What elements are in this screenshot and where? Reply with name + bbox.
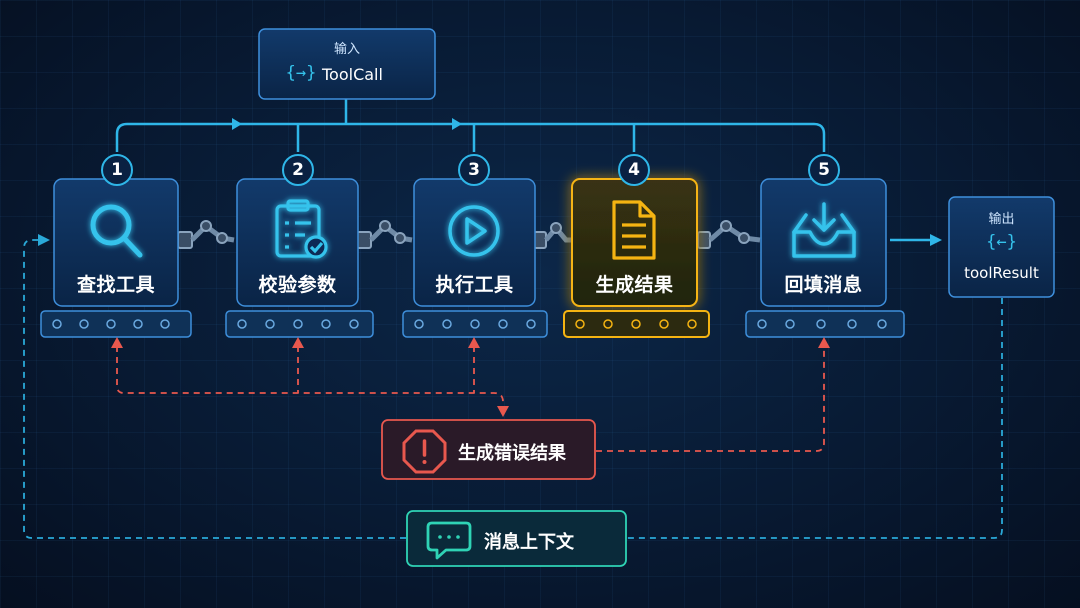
context-loop-lines xyxy=(23,239,1003,539)
chat-bubble-icon xyxy=(426,521,472,560)
stage-1-label: 查找工具 xyxy=(76,274,155,296)
stage-1 xyxy=(40,154,192,338)
stage-2 xyxy=(225,154,374,338)
top-flow-bus xyxy=(115,98,826,152)
robotic-arm-connector-3 xyxy=(533,222,572,249)
stage-2-number: 2 xyxy=(292,160,304,180)
output-box xyxy=(948,196,1055,298)
play-circle-icon xyxy=(448,205,500,257)
stage-2-label: 校验参数 xyxy=(258,274,337,296)
stage-3 xyxy=(402,154,548,338)
output-caption: 输出 xyxy=(988,212,1015,227)
stage-1-number: 1 xyxy=(111,160,123,180)
output-symbol: {←} xyxy=(986,232,1017,252)
error-arrowheads xyxy=(111,337,830,417)
bus-arrow-2 xyxy=(452,118,462,130)
robotic-arm-connector-2 xyxy=(356,220,413,249)
output-arrow xyxy=(890,234,942,246)
error-label: 生成错误结果 xyxy=(458,443,566,464)
stage-4 xyxy=(563,154,710,338)
input-symbol: {→} xyxy=(285,63,317,83)
stage-3-label: 执行工具 xyxy=(435,274,514,296)
stage-3-number: 3 xyxy=(468,160,480,180)
stage-5-number: 5 xyxy=(818,160,830,180)
robotic-arm-connector-1 xyxy=(177,220,235,249)
inbox-download-icon xyxy=(792,202,856,258)
bus-arrow-1 xyxy=(232,118,242,130)
search-icon xyxy=(90,204,143,258)
stage-4-label: 生成结果 xyxy=(595,274,674,296)
output-label: toolResult xyxy=(964,264,1039,282)
context-label: 消息上下文 xyxy=(484,532,574,553)
stage-5 xyxy=(745,154,905,338)
clipboard-check-icon xyxy=(275,199,328,259)
warning-octagon-icon xyxy=(402,429,447,474)
document-icon xyxy=(612,200,656,260)
error-feedback-lines xyxy=(116,346,825,452)
stage-5-label: 回填消息 xyxy=(784,274,863,296)
robotic-arm-connector-4 xyxy=(697,220,761,249)
context-box xyxy=(406,510,627,567)
input-caption: 输入 xyxy=(333,42,360,57)
input-box xyxy=(258,28,436,100)
context-arrowhead xyxy=(38,234,50,246)
stage-4-number: 4 xyxy=(628,160,640,180)
input-label: ToolCall xyxy=(322,65,383,84)
